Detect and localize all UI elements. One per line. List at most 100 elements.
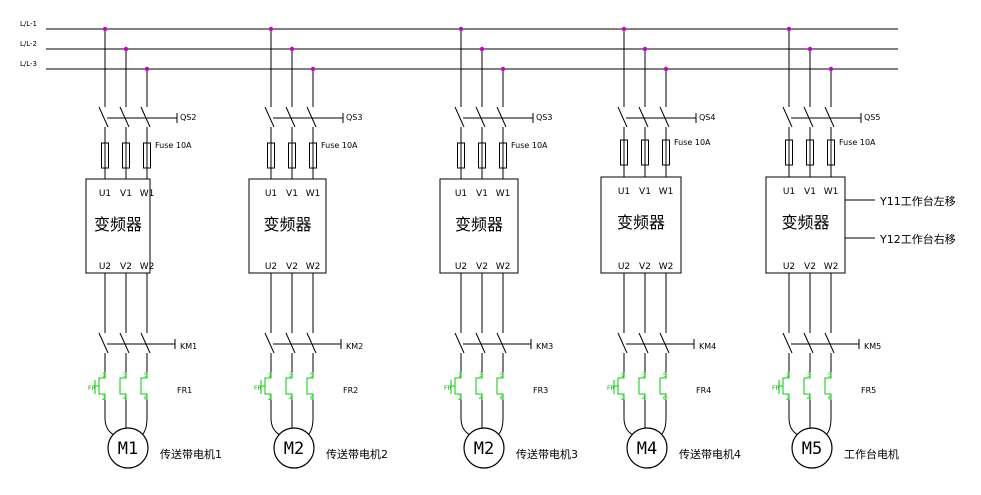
rail-label-3: L/L-3 [20, 60, 37, 68]
output-terminal: W2 [824, 262, 839, 272]
output-terminal: V2 [476, 262, 488, 272]
motor-caption: 传送带电机1 [160, 447, 222, 461]
switch-blade [803, 106, 814, 128]
motor-lead [104, 417, 115, 436]
overload-pin: 1 [621, 372, 625, 379]
switch-blade [264, 106, 275, 128]
overload-pin: 3 [642, 372, 646, 379]
overload-element [475, 372, 483, 400]
overload-pin: 4 [479, 395, 483, 402]
km-label: KM2 [346, 342, 363, 351]
qs-label: QS5 [864, 113, 880, 122]
input-terminal: U1 [783, 187, 795, 197]
overload-pin: 2 [458, 395, 462, 402]
km-label: KM3 [536, 342, 553, 351]
inverter-box [248, 178, 327, 274]
junction-node [621, 26, 627, 32]
switch-blade [119, 106, 130, 128]
motor-lead [141, 417, 148, 436]
overload-label: FR [254, 385, 262, 392]
junction-node [102, 26, 108, 32]
output-terminal: W2 [659, 262, 674, 272]
contactor-blade [824, 332, 835, 354]
switch-blade [306, 106, 317, 128]
signal-label-1: Y11工作台左移 [879, 194, 956, 208]
overload-pin: 4 [642, 395, 646, 402]
input-terminal: U1 [99, 189, 111, 199]
contactor-blade [617, 332, 628, 354]
input-terminal: W1 [306, 189, 321, 199]
overload-pin: 5 [500, 372, 504, 379]
inverter-label: 变频器 [263, 215, 311, 234]
fr-label: FR3 [533, 386, 548, 395]
motor-label: M5 [802, 439, 822, 459]
fuse-rating: Fuse 10A [839, 138, 876, 147]
junction-node [807, 46, 813, 52]
contactor-blade [285, 332, 296, 354]
overload-element [119, 372, 127, 400]
output-terminal: V2 [804, 262, 816, 272]
overload-pin: 4 [289, 395, 293, 402]
overload-element [803, 372, 811, 400]
input-terminal: U1 [265, 189, 277, 199]
output-terminal: U2 [455, 262, 467, 272]
overload-pin: 3 [807, 372, 811, 379]
overload-pin: 6 [828, 395, 832, 402]
junction-node [310, 66, 316, 72]
inverter-label: 变频器 [781, 213, 829, 232]
junction-node [828, 66, 834, 72]
qs-label: QS3 [346, 113, 362, 122]
junction-node [642, 46, 648, 52]
km-label: KM1 [180, 342, 197, 351]
motor-lead [497, 417, 504, 436]
overload-pin: 3 [123, 372, 127, 379]
inverter-box [765, 176, 846, 274]
overload-pin: 4 [123, 395, 127, 402]
output-terminal: V2 [639, 262, 651, 272]
overload-pin: 5 [828, 372, 832, 379]
switch-blade [496, 106, 507, 128]
output-terminal: W2 [140, 262, 155, 272]
fr-label: FR5 [861, 386, 876, 395]
input-terminal: W1 [659, 187, 674, 197]
switch-blade [454, 106, 465, 128]
overload-pin: 4 [807, 395, 811, 402]
motor-symbol [626, 427, 668, 469]
overload-pin: 6 [310, 395, 314, 402]
contactor-blade [496, 332, 507, 354]
input-terminal: V1 [286, 189, 298, 199]
km-label: KM5 [864, 342, 881, 351]
contactor-blade [782, 332, 793, 354]
switch-blade [638, 106, 649, 128]
overload-pin: 5 [144, 372, 148, 379]
junction-node [500, 66, 506, 72]
inverter-box [85, 178, 151, 274]
switch-blade [782, 106, 793, 128]
overload-label: FR [88, 385, 96, 392]
input-terminal: V1 [476, 189, 488, 199]
motor-caption: 传送带电机2 [326, 447, 388, 461]
contactor-blade [264, 332, 275, 354]
overload-pin: 3 [289, 372, 293, 379]
output-terminal: V2 [286, 262, 298, 272]
junction-node [289, 46, 295, 52]
switch-blade [140, 106, 151, 128]
contactor-blade [119, 332, 130, 354]
rail-label-1: L/L-1 [20, 20, 37, 28]
junction-node [786, 26, 792, 32]
input-terminal: U1 [618, 187, 630, 197]
motor-lead [270, 417, 281, 436]
overload-element [306, 372, 314, 400]
input-terminal: V1 [804, 187, 816, 197]
inverter-label: 变频器 [94, 215, 142, 234]
motor-lead [623, 417, 634, 436]
input-terminal: U1 [455, 189, 467, 199]
inverter-box [439, 178, 519, 274]
motor-lead [460, 417, 471, 436]
